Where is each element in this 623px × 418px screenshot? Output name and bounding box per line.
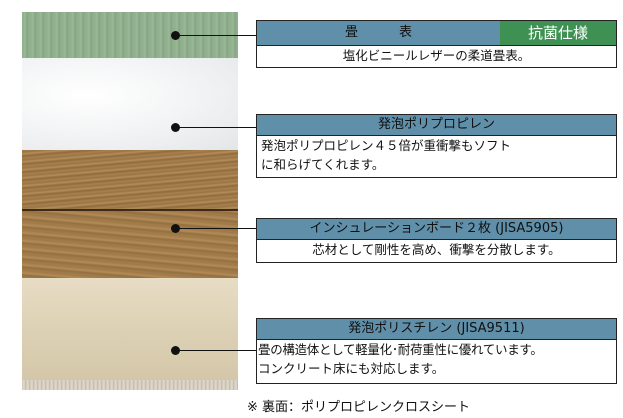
callout-title: インシュレーションボード２枚 (JISA5905) [257, 219, 616, 240]
leader-line-2 [176, 127, 256, 129]
callout-tatami-surface: 畳 表 抗菌仕様 塩化ビニールレザーの柔道畳表。 [256, 20, 617, 68]
callout-text-line-2: に和らげてくれます。 [261, 157, 385, 172]
callout-text-line-1: 畳の構造体として軽量化･耐荷重性に優れています。 [258, 342, 543, 357]
insulation-board-layer-lower [22, 210, 238, 278]
callout-title: 畳 表 [257, 21, 500, 45]
callout-text-line-2: コンクリート床にも対応します。 [258, 361, 445, 376]
callout-ps-foam: 発泡ポリスチレン (JISA9511) 畳の構造体として軽量化･耐荷重性に優れて… [256, 318, 617, 384]
callout-text-line-1: 発泡ポリプロピレン４５倍が重衝撃もソフト [261, 138, 512, 153]
antibacterial-badge: 抗菌仕様 [500, 21, 616, 45]
insulation-board-layer-upper [22, 150, 238, 210]
leader-line-3 [176, 228, 256, 230]
callout-title: 発泡ポリスチレン (JISA9511) [257, 319, 616, 340]
leader-dot-3 [171, 224, 180, 233]
callout-insulation-board: インシュレーションボード２枚 (JISA5905) 芯材として剛性を高め、衝撃を… [256, 218, 617, 263]
pp-foam-layer [22, 58, 238, 150]
callout-header: 畳 表 抗菌仕様 [257, 21, 616, 46]
leader-line-4 [176, 350, 256, 352]
board-seam [22, 209, 238, 211]
callout-title: 発泡ポリプロピレン [257, 115, 616, 136]
leader-dot-4 [171, 346, 180, 355]
pp-cloth-backing [22, 380, 238, 390]
leader-line-1 [176, 35, 256, 37]
ps-foam-layer [22, 278, 238, 380]
backing-footnote: ※ 裏面：ポリプロピレンクロスシート [247, 400, 471, 415]
leader-dot-1 [171, 31, 180, 40]
callout-text: 塩化ビニールレザーの柔道畳表。 [342, 48, 531, 63]
callout-text: 芯材として剛性を高め、衝撃を分散します。 [312, 242, 561, 257]
callout-pp-foam: 発泡ポリプロピレン 発泡ポリプロピレン４５倍が重衝撃もソフト に和らげてくれます… [256, 114, 617, 178]
leader-dot-2 [171, 123, 180, 132]
